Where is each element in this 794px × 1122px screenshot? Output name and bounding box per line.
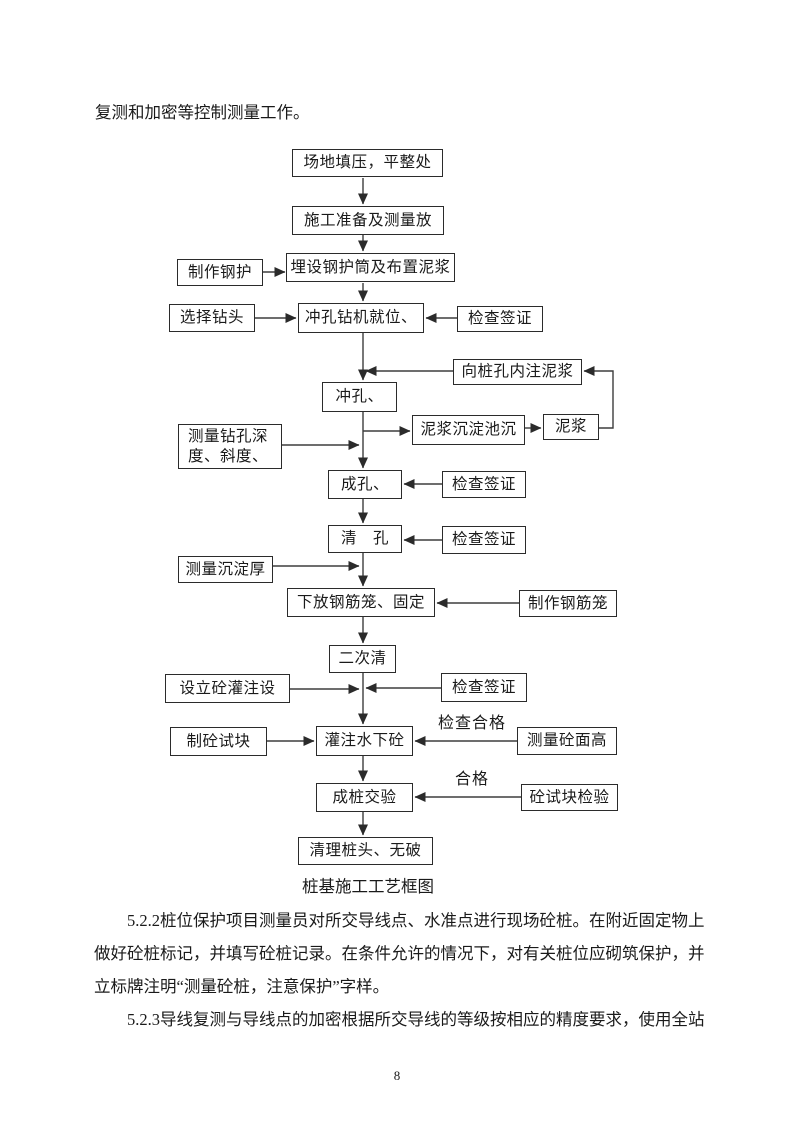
flow-node-check-sign-1: 检查签证 <box>457 306 543 332</box>
flow-node-pile-acceptance: 成桩交验 <box>316 783 413 812</box>
flow-node-test-block-check: 砼试块检验 <box>521 784 618 811</box>
edge-label-pass: 合格 <box>455 771 490 788</box>
flow-node-clean-pile-head: 清理桩头、无破 <box>298 837 433 865</box>
flow-node-hole-formed: 成孔、 <box>328 470 402 499</box>
flow-node-rig-position: 冲孔钻机就位、 <box>298 303 424 333</box>
flow-node-make-test-block: 制砼试块 <box>170 727 267 756</box>
flow-node-clean-hole: 清 孔 <box>328 525 402 553</box>
paragraph-line: 立标牌注明“测量砼桩，注意保护”字样。 <box>94 977 390 996</box>
edge-label-check-pass: 检查合格 <box>438 715 507 732</box>
page-number: 8 <box>393 1068 401 1083</box>
flow-node-site-fill: 场地填压，平整处 <box>292 149 443 177</box>
intro-text: 复测和加密等控制测量工作。 <box>95 103 310 122</box>
flow-node-second-clean: 二次清 <box>329 645 396 673</box>
flow-node-select-bit: 选择钻头 <box>169 304 255 332</box>
paragraph-line: 做好砼桩标记，并填写砼桩记录。在条件允许的情况下，对有关桩位应砌筑保护，并 <box>94 944 705 963</box>
flow-node-measure-sediment: 测量沉淀厚 <box>178 556 273 583</box>
flow-node-slurry-pond: 泥浆沉淀池沉 <box>412 415 525 445</box>
flow-node-embed-casing: 埋设钢护筒及布置泥浆 <box>286 253 455 282</box>
flow-node-slurry: 泥浆 <box>543 414 599 440</box>
flow-node-check-sign-2: 检查签证 <box>442 471 526 498</box>
flow-node-place-cage: 下放钢筋笼、固定 <box>287 588 435 617</box>
flowchart-caption: 桩基施工工艺框图 <box>302 877 434 896</box>
flow-node-measure-level: 测量砼面高 <box>517 727 617 755</box>
flow-node-make-cage: 制作钢筋笼 <box>519 590 617 617</box>
paragraph-line: 5.2.3导线复测与导线点的加密根据所交导线的等级按相应的精度要求，使用全站 <box>127 1010 705 1029</box>
flow-node-measure-depth: 测量钻孔深 度、斜度、 <box>178 424 282 469</box>
body-paragraphs: 5.2.2桩位保护项目测量员对所交导线点、水准点进行现场砼桩。在附近固定物上 做… <box>94 904 708 1036</box>
flow-node-construction-prep: 施工准备及测量放 <box>292 206 444 235</box>
flow-node-check-sign-3: 检查签证 <box>442 526 526 554</box>
paragraph-line: 5.2.2桩位保护项目测量员对所交导线点、水准点进行现场砼桩。在附近固定物上 <box>127 911 705 930</box>
flow-node-punch-hole: 冲孔、 <box>322 382 397 412</box>
flow-node-setup-pouring: 设立砼灌注设 <box>165 674 290 703</box>
flow-node-make-casing: 制作钢护 <box>177 259 263 286</box>
flow-node-inject-slurry: 向桩孔内注泥浆 <box>453 359 582 385</box>
flow-node-pour-concrete: 灌注水下砼 <box>316 726 413 756</box>
flow-node-check-sign-4: 检查签证 <box>441 673 527 702</box>
